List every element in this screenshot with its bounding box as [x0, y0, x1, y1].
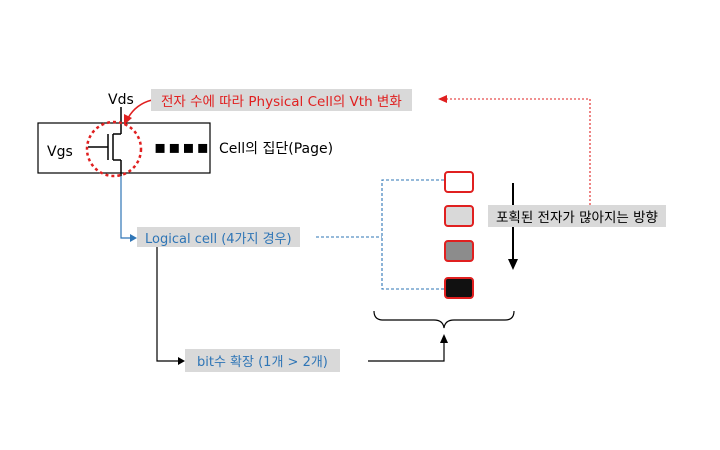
- feedback-loop-arrowhead: [438, 95, 447, 103]
- vgs-label: Vgs: [47, 144, 73, 160]
- cell-state-1: [444, 171, 474, 193]
- state-dashed-connectors: [316, 179, 444, 290]
- vth-change-note: 전자 수에 따라 Physical Cell의 Vth 변화: [151, 89, 412, 111]
- cell-state-2: [444, 205, 474, 227]
- cell-group-label: Cell의 집단(Page): [219, 141, 334, 157]
- feedback-loop-line: [446, 98, 591, 205]
- vth-pointer-arrowhead: [124, 114, 132, 125]
- transistor-symbol: [88, 107, 122, 176]
- bit-to-brace-arrowhead: [440, 334, 448, 343]
- bit-to-brace-connector: [368, 340, 445, 362]
- bit-extension-connector: [156, 247, 183, 362]
- transistor-highlight-circle: [85, 120, 143, 178]
- logical-cell-connector-arrowhead: [130, 234, 137, 242]
- vds-label: Vds: [108, 92, 134, 108]
- bit-extension-connector-arrowhead: [178, 357, 185, 365]
- direction-arrowhead: [508, 259, 518, 270]
- logical-cell-label: Logical cell (4가지 경우): [137, 227, 300, 247]
- cell-state-4: [444, 277, 474, 299]
- logical-cell-connector: [120, 176, 135, 239]
- cell-group-box: [37, 122, 211, 174]
- cell-state-3: [444, 240, 474, 262]
- bit-extension-label: bit수 확장 (1개 > 2개): [185, 349, 340, 372]
- electron-direction-note: 포획된 전자가 많아지는 방향: [488, 205, 666, 227]
- states-brace: [373, 310, 515, 329]
- ellipsis-marks: ▪▪▪▪: [154, 137, 211, 158]
- vth-pointer-arrow: [127, 99, 153, 119]
